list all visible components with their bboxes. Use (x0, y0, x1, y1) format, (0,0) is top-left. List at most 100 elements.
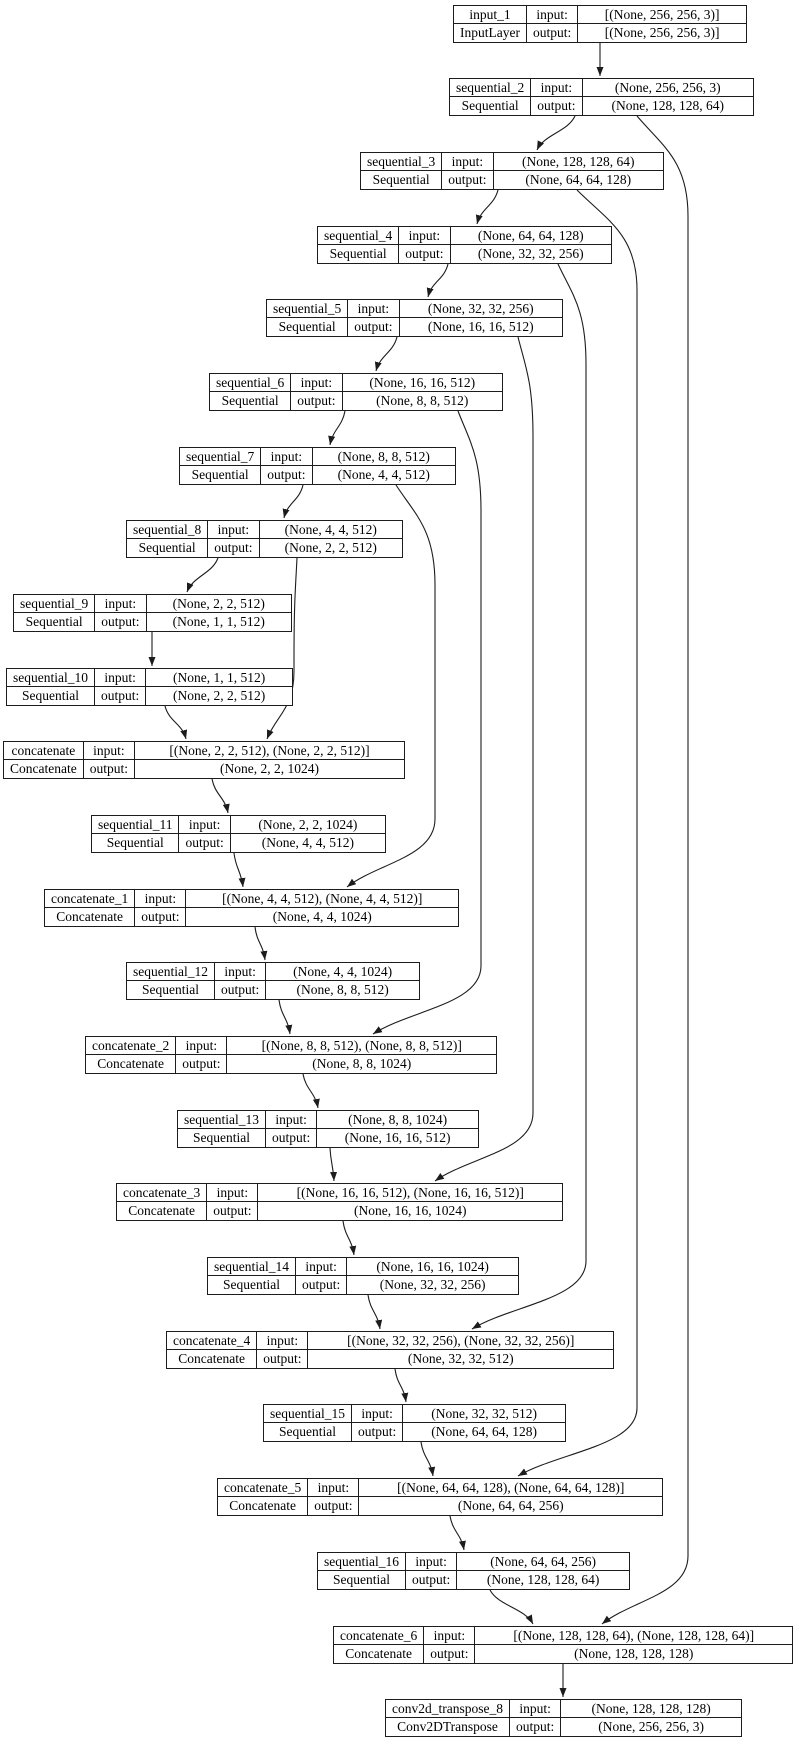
edge-concatenate_5-sequential_16 (449, 1515, 466, 1551)
edge-sequential_6-concatenate_2 (372, 410, 482, 1035)
input-label: input: (351, 1405, 404, 1423)
output-shape: (None, 32, 32, 512) (407, 1351, 514, 1367)
layer-class: Concatenate (167, 1350, 258, 1368)
layer-class: Sequential (318, 1571, 406, 1589)
layer-class: Concatenate (117, 1202, 208, 1220)
input-label: input: (83, 742, 135, 760)
layer-name: sequential_9 (14, 595, 96, 613)
input-shape: (None, 4, 4, 512) (259, 521, 402, 539)
input-shape: (None, 16, 16, 1024) (347, 1258, 518, 1276)
layer-name: concatenate_6 (334, 1627, 425, 1645)
layer-name: sequential_7 (180, 448, 262, 466)
input-label: input: (291, 374, 343, 392)
output-shape: (None, 2, 2, 512) (173, 688, 266, 704)
output-shape: (None, 8, 8, 1024) (312, 1056, 412, 1072)
input-shape: [(None, 2, 2, 512), (None, 2, 2, 512)] (134, 742, 404, 760)
output-shape: (None, 16, 16, 512) (344, 1130, 451, 1146)
layer-class: Concatenate (45, 908, 136, 926)
output-label: output: (176, 1055, 228, 1073)
edge-sequential_8-concatenate (266, 557, 298, 740)
output-shape: (None, 2, 2, 1024) (220, 761, 319, 777)
output-shape: (None, 128, 128, 128) (574, 1646, 694, 1662)
input-shape: [(None, 64, 64, 128), (None, 64, 64, 128… (359, 1479, 662, 1497)
output-label: output: (296, 1276, 348, 1294)
input-shape: (None, 256, 256, 3) (582, 79, 753, 97)
input-shape: (None, 8, 8, 512) (312, 448, 455, 466)
layer-class: Sequential (208, 1276, 296, 1294)
layer-class: Concatenate (218, 1497, 309, 1515)
input-label: input: (442, 153, 494, 171)
layer-name: sequential_14 (208, 1258, 296, 1276)
output-shape: [(None, 256, 256, 3)] (604, 25, 720, 41)
layer-name: conv2d_transpose_8 (386, 1700, 510, 1718)
input-shape: (None, 2, 2, 1024) (230, 816, 385, 834)
output-shape: (None, 64, 64, 128) (431, 1424, 537, 1440)
output-label: output: (352, 1423, 404, 1441)
layer-name: sequential_13 (178, 1111, 266, 1129)
output-label: output: (179, 834, 231, 852)
edge-sequential_8-sequential_9 (186, 557, 219, 593)
input-shape: (None, 4, 4, 1024) (266, 963, 419, 981)
output-label: output: (527, 24, 579, 42)
layer-name: concatenate (4, 742, 84, 760)
edge-concatenate_3-sequential_14 (342, 1220, 357, 1256)
output-shape: (None, 16, 16, 1024) (353, 1203, 467, 1219)
edge-sequential_12-concatenate_2 (278, 999, 293, 1035)
input-label: input: (135, 890, 187, 908)
layer-name: sequential_4 (318, 227, 400, 245)
edge-sequential_2-concatenate_6 (601, 115, 689, 1625)
input-label: input: (399, 227, 451, 245)
output-label: output: (84, 760, 135, 778)
input-label: input: (526, 6, 579, 24)
layer-class: Sequential (7, 687, 95, 705)
layer-name: input_1 (454, 6, 527, 24)
output-shape: (None, 1, 1, 512) (172, 614, 265, 630)
output-shape: (None, 64, 64, 256) (457, 1498, 564, 1514)
output-label: output: (257, 1350, 309, 1368)
input-shape: (None, 32, 32, 256) (399, 300, 562, 318)
edge-sequential_15-concatenate_5 (420, 1441, 436, 1477)
input-shape: (None, 64, 64, 256) (457, 1553, 629, 1571)
output-shape: (None, 4, 4, 1024) (272, 909, 372, 925)
layer-name: sequential_5 (267, 300, 349, 318)
layer-class: Sequential (450, 97, 532, 115)
output-shape: (None, 2, 2, 512) (284, 540, 377, 556)
output-shape: (None, 64, 64, 128) (525, 172, 632, 188)
output-label: output: (135, 908, 187, 926)
layer-class: Concatenate (86, 1055, 177, 1073)
layer-class: Concatenate (334, 1645, 425, 1663)
input-label: input: (265, 1111, 318, 1129)
input-shape: [(None, 8, 8, 512), (None, 8, 8, 512)] (227, 1037, 496, 1055)
layer-name: concatenate_1 (45, 890, 136, 908)
layer-name: sequential_10 (7, 669, 95, 687)
edge-sequential_5-concatenate_3 (434, 336, 534, 1182)
layer-name: sequential_15 (264, 1405, 352, 1423)
edge-sequential_4-sequential_5 (426, 263, 449, 298)
edge-sequential_2-sequential_3 (536, 115, 576, 151)
layer-class: Sequential (14, 613, 96, 631)
output-label: output: (215, 981, 267, 999)
input-shape: (None, 8, 8, 1024) (317, 1111, 478, 1129)
output-shape: (None, 32, 32, 256) (379, 1277, 486, 1293)
input-shape: (None, 1, 1, 512) (146, 669, 292, 687)
layer-name: sequential_6 (210, 374, 292, 392)
layer-class: Sequential (210, 392, 292, 410)
layer-class: Sequential (92, 834, 180, 852)
